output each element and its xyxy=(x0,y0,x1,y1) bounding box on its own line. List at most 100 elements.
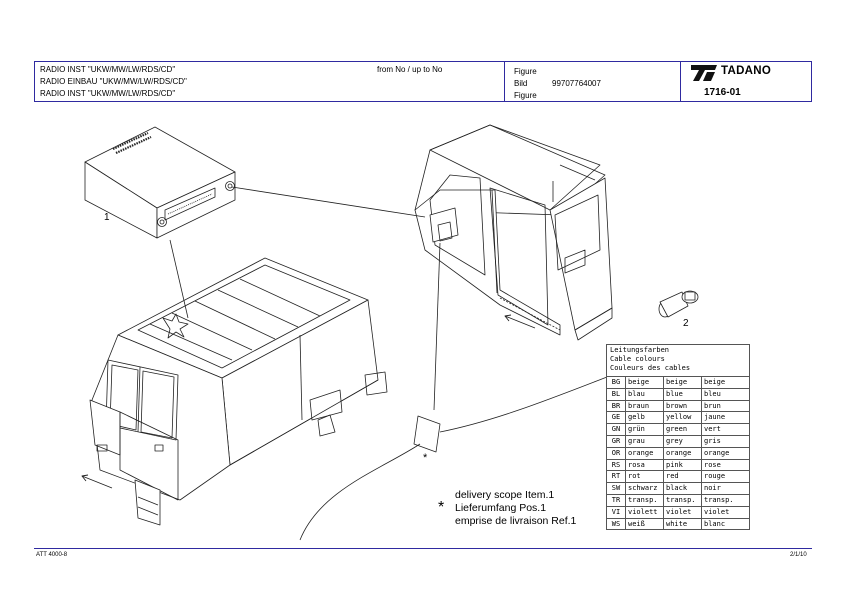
colour-code: GN xyxy=(607,424,626,435)
item-1-label: 1 xyxy=(104,212,110,223)
colour-en: grey xyxy=(664,435,702,447)
scope-marker: * xyxy=(423,452,428,464)
colour-de: braun xyxy=(626,400,664,412)
colour-de: rot xyxy=(626,471,664,483)
colour-code: WS xyxy=(607,518,626,530)
serial-range: from No / up to No xyxy=(377,65,443,74)
colour-fr: vert xyxy=(704,425,721,434)
leader-line xyxy=(433,242,441,411)
colour-code: BG xyxy=(607,377,626,388)
colour-de: grau xyxy=(626,435,664,447)
title-block-divider xyxy=(504,62,505,101)
colour-en: orange xyxy=(664,447,702,459)
title-block-divider xyxy=(680,62,681,101)
heading-en: Cable colours xyxy=(610,355,665,363)
cable-colours-table: Leitungsfarben Cable colours Couleurs de… xyxy=(606,344,750,531)
colour-fr: noir xyxy=(704,484,721,493)
colour-code: BL xyxy=(607,388,626,400)
colour-fr: rouge xyxy=(704,472,726,481)
colour-de: violett xyxy=(626,506,664,518)
colour-fr: bleu xyxy=(704,389,721,398)
bild-number: 99707764007 xyxy=(552,79,601,88)
item-2-label: 2 xyxy=(683,318,689,329)
colour-code: RS xyxy=(607,459,626,471)
colour-de: weiß xyxy=(626,518,664,530)
colour-code: OR xyxy=(607,447,626,459)
title-line-en: RADIO INST "UKW/MW/LW/RDS/CD" xyxy=(40,65,176,74)
colour-en: red xyxy=(664,471,702,483)
colour-fr: jaune xyxy=(704,413,726,422)
footer-page: 2/1/10 xyxy=(790,552,807,558)
colour-de: blau xyxy=(626,388,664,400)
colour-fr: blanc xyxy=(704,519,726,528)
heading-fr: Couleurs des cables xyxy=(610,364,691,372)
colour-en: brown xyxy=(664,400,702,412)
colour-fr: orange xyxy=(704,448,730,457)
colour-en: blue xyxy=(664,388,702,400)
cabin-interior-illustration xyxy=(414,124,613,341)
tadano-logo-icon xyxy=(691,65,717,81)
figure-label: Figure xyxy=(514,91,537,100)
scope-line-fr: emprise de livraison Ref.1 xyxy=(455,515,577,527)
footer-doc-code: ATT 4000-8 xyxy=(36,552,68,558)
colour-de: transp. xyxy=(626,494,664,506)
cable-colours-heading: Leitungsfarben Cable colours Couleurs de… xyxy=(607,345,749,377)
leader-line xyxy=(169,239,189,319)
colour-fr: transp. xyxy=(704,495,734,504)
cable-line xyxy=(439,371,621,433)
figure-label: Figure xyxy=(514,67,537,76)
colour-en: beige xyxy=(664,377,702,388)
colour-de: grün xyxy=(626,424,664,435)
bild-label: Bild xyxy=(514,79,528,88)
colour-de: gelb xyxy=(626,412,664,424)
heading-de: Leitungsfarben xyxy=(610,346,670,354)
delivery-scope-note: delivery scope Item.1 Lieferumfang Pos.1… xyxy=(455,489,576,528)
colour-en: yellow xyxy=(664,412,702,424)
connector-illustration xyxy=(658,290,699,318)
colour-de: schwarz xyxy=(626,483,664,494)
colour-de: beige xyxy=(626,377,664,388)
colour-fr: beige xyxy=(704,378,726,386)
part-number: 1716-01 xyxy=(704,87,741,98)
colour-fr: brun xyxy=(704,401,721,410)
wiring-harness-bracket xyxy=(413,415,441,453)
colour-en: green xyxy=(664,424,702,435)
colour-code: GE xyxy=(607,412,626,424)
colour-code: TR xyxy=(607,494,626,506)
truck-cabin-illustration xyxy=(89,257,388,526)
title-block: RADIO INST "UKW/MW/LW/RDS/CD" RADIO EINB… xyxy=(34,61,812,102)
colour-code: BR xyxy=(607,400,626,412)
colour-en: pink xyxy=(664,459,702,471)
colour-code: SW xyxy=(607,483,626,494)
radio-unit-illustration xyxy=(84,126,236,239)
colour-fr: violet xyxy=(704,507,730,516)
colour-fr: gris xyxy=(704,436,721,445)
title-line-fr: RADIO INST "UKW/MW/LW/RDS/CD" xyxy=(40,89,176,98)
colour-fr: rose xyxy=(704,460,721,469)
colour-de: orange xyxy=(626,447,664,459)
title-line-de: RADIO EINBAU "UKW/MW/LW/RDS/CD" xyxy=(40,77,187,86)
scope-line-de: Lieferumfang Pos.1 xyxy=(455,502,547,514)
leader-line xyxy=(231,186,426,218)
colour-en: violet xyxy=(664,506,702,518)
colour-code: GR xyxy=(607,435,626,447)
logo-text: TADANO xyxy=(721,65,772,77)
scope-line-en: delivery scope Item.1 xyxy=(455,489,555,501)
scope-star: * xyxy=(438,499,445,516)
colour-en: white xyxy=(664,518,702,530)
